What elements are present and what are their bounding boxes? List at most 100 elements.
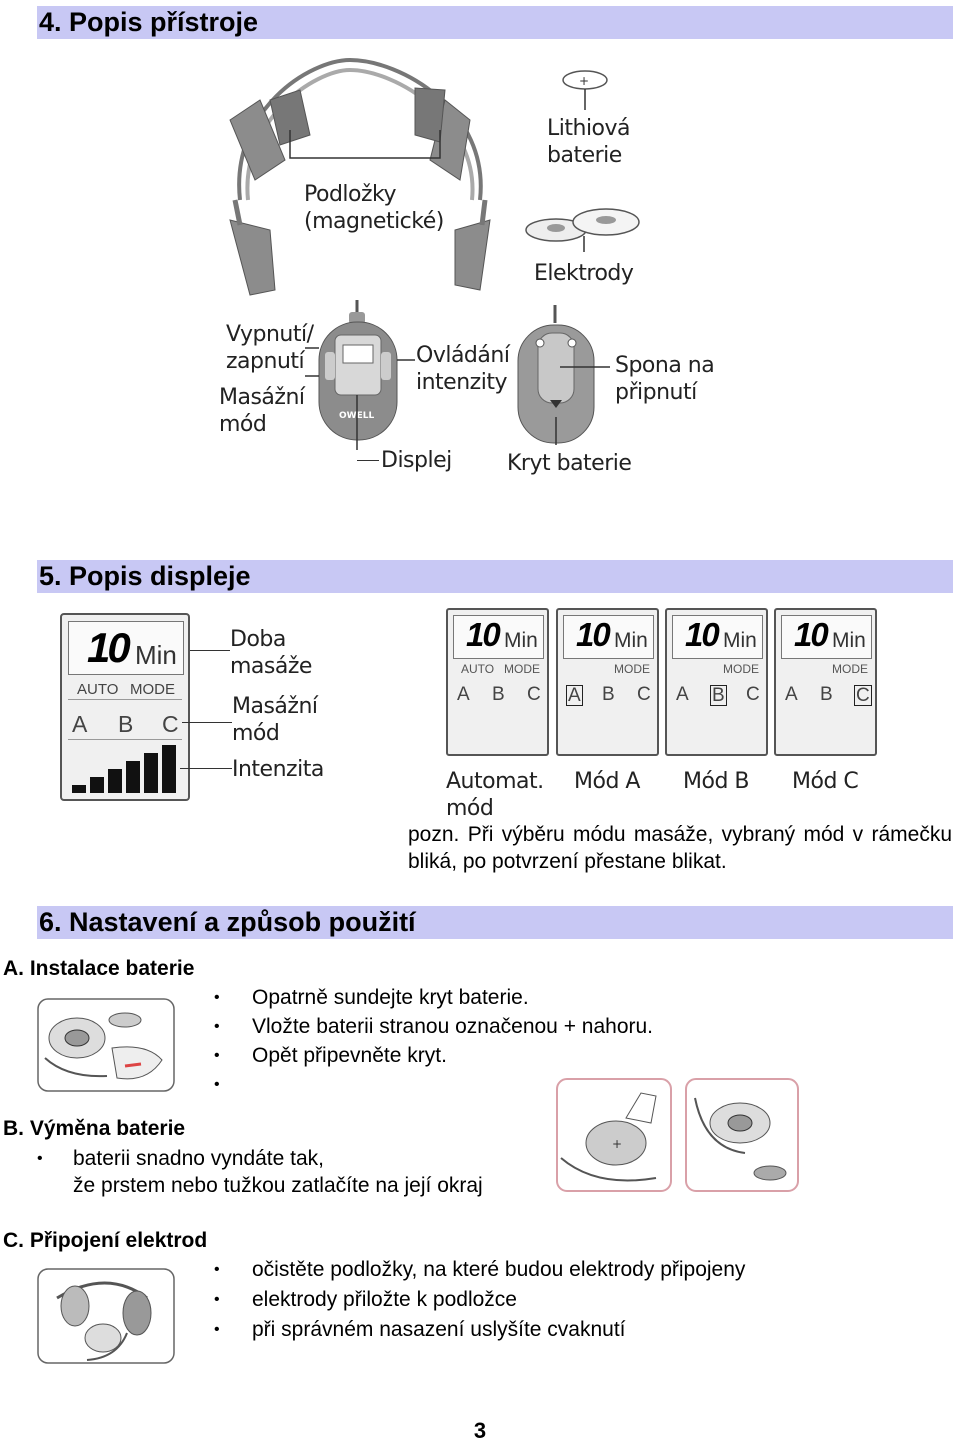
label-battery-cover: Kryt baterie (507, 451, 632, 476)
panel-unit: Min (504, 629, 538, 652)
panel-label-line1: Mód A (574, 769, 640, 794)
headset-illustration (229, 57, 491, 296)
label-intensity-line1: Ovládání (416, 343, 510, 368)
lcd-letter-c: C (162, 711, 179, 737)
lcd-unit: Min (135, 640, 177, 670)
label-power-line1: Vypnutí/ (226, 322, 314, 347)
label-mode-line1: Masážní (219, 385, 305, 410)
bullet-dot: • (214, 1291, 220, 1308)
svg-text:+: + (579, 74, 589, 88)
label-intensity: Intenzita (232, 757, 324, 782)
section-4-heading: 4. Popis přístroje (37, 6, 953, 39)
panel-letter-c: C (637, 684, 651, 705)
lcd-intensity-bars (72, 745, 176, 793)
lcd-time-area: 10 Min (68, 621, 184, 675)
bullet-dot: • (214, 1321, 220, 1338)
section-6-heading: 6. Nastavení a způsob použití (37, 906, 953, 939)
panel-letter-b: B (492, 684, 505, 705)
panel-mode: MODE (723, 662, 759, 676)
panel-unit: Min (723, 629, 757, 652)
battery-remove-illustration-2 (685, 1078, 799, 1192)
battery-install-illustration (37, 998, 175, 1092)
electrode-attach-illustration (37, 1268, 175, 1364)
b-line-1: baterii snadno vyndáte tak, (73, 1147, 324, 1170)
label-intensity-line2: intenzity (416, 370, 507, 395)
label-time-line1: Doba (230, 627, 286, 652)
subsection-b-title: B. Výměna baterie (3, 1117, 186, 1140)
b-line-2: že prstem nebo tužkou zatlačíte na její … (73, 1174, 483, 1197)
panel-digits: 10 (466, 616, 501, 653)
panel-mode: MODE (504, 662, 540, 676)
panel-letter-b: B (602, 684, 615, 705)
label-electrodes: Elektrody (534, 261, 634, 286)
label-pads-line1: Podložky (304, 182, 397, 207)
subsection-a-title: A. Instalace baterie (3, 957, 195, 980)
panel-unit: Min (832, 629, 866, 652)
lcd-letter-b: B (118, 711, 134, 737)
intensity-bar (108, 769, 122, 793)
control-unit-front: OWELL (305, 300, 415, 450)
panel-digits: 10 (685, 616, 720, 653)
svg-text:+: + (612, 1137, 622, 1151)
panel-letter-a: A (676, 684, 689, 705)
bullet-dot: • (214, 1261, 220, 1278)
page-number: 3 (473, 1418, 487, 1443)
lcd-display-large: 10 Min AUTO MODE A B C (60, 613, 190, 801)
panel-digits: 10 (576, 616, 611, 653)
list-item-text: Opatrně sundejte kryt baterie. (252, 986, 529, 1009)
panel-letter-c: C (527, 684, 541, 705)
intensity-bar (162, 745, 176, 793)
list-item-text: při správném nasazení uslyšíte cvaknutí (252, 1318, 626, 1341)
list-item-text: očistěte podložky, na které budou elektr… (252, 1258, 746, 1281)
label-display: Displej (381, 448, 452, 473)
panel-letter-a: A (457, 684, 470, 705)
lcd-letter-a: A (72, 711, 88, 737)
label-battery-line1: Lithiová (547, 116, 631, 141)
label-dmode-line1: Masážní (232, 694, 318, 719)
label-battery-line2: baterie (547, 143, 622, 168)
battery-electrodes-illustration: + (525, 70, 640, 252)
list-item-text: Opět připevněte kryt. (252, 1044, 447, 1067)
list-item-text: Vložte baterii stranou označenou + nahor… (252, 1015, 654, 1038)
label-clip-line1: Spona na (615, 353, 715, 378)
bullet-dot: • (214, 1047, 220, 1064)
label-power-line2: zapnutí (226, 349, 305, 374)
display-note: pozn. Při výběru módu masáže, vybraný mó… (408, 823, 952, 873)
lcd-auto: AUTO (77, 681, 119, 698)
section-5-heading: 5. Popis displeje (37, 560, 953, 593)
list-item-text: elektrody přiložte k podložce (252, 1288, 517, 1311)
subsection-c-title: C. Připojení elektrod (3, 1229, 208, 1252)
panel-unit: Min (614, 629, 648, 652)
panel-auto: AUTO (461, 662, 495, 676)
label-time-line2: masáže (230, 654, 312, 679)
panel-letter-c: C (854, 685, 872, 706)
panel-letter-b: B (820, 684, 833, 705)
intensity-bar (72, 785, 86, 793)
battery-remove-illustration-1: + (556, 1078, 672, 1192)
intensity-bar (144, 753, 158, 793)
panel-mode: MODE (832, 662, 868, 676)
label-dmode-line2: mód (232, 721, 280, 746)
lcd-digits: 10 (87, 624, 131, 671)
lcd-mode: MODE (130, 681, 175, 698)
panel-label-line1: Mód C (792, 769, 859, 794)
panel-letter-c: C (746, 684, 760, 705)
panel-digits: 10 (794, 616, 829, 653)
label-clip-line2: připnutí (615, 380, 697, 405)
control-unit-back (517, 305, 610, 445)
panel-letter-b: B (710, 685, 727, 706)
panel-letter-a: A (785, 684, 798, 705)
panel-label-line1: Automat. (446, 769, 544, 794)
bullet-dot: • (37, 1150, 43, 1167)
panel-label-line1: Mód B (683, 769, 750, 794)
intensity-bar (126, 761, 140, 793)
intensity-bar (90, 777, 104, 793)
